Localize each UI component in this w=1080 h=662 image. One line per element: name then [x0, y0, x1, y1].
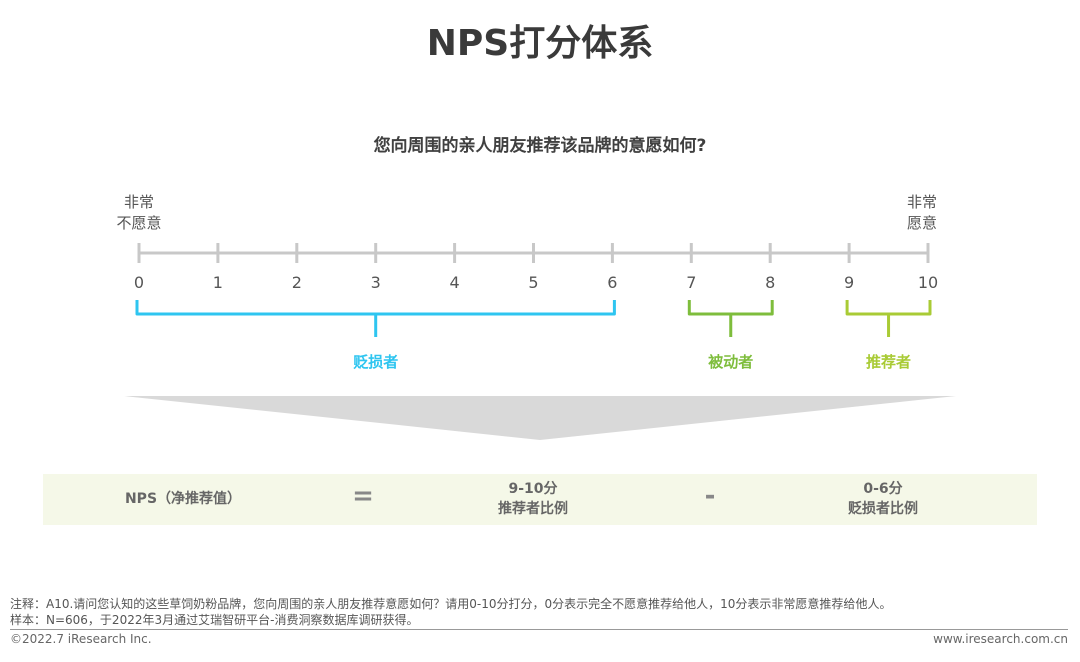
- scale-tick-label: 1: [213, 273, 223, 292]
- scale-tick-label: 3: [371, 273, 381, 292]
- promoter-ratio-label: 推荐者比例: [498, 501, 568, 517]
- funnel-arrow: [124, 396, 956, 440]
- left-end-line2: 不愿意: [116, 214, 162, 232]
- footnote-sample: 样本：N=606，于2022年3月通过艾瑞智研平台-消费洞察数据库调研获得。: [10, 613, 419, 627]
- scale-tick-label: 7: [686, 273, 696, 292]
- copyright: ©2022.7 iResearch Inc.: [10, 632, 152, 646]
- scale-tick-label: 6: [607, 273, 617, 292]
- left-end-line1: 非常: [123, 193, 154, 211]
- promoter-term: 9-10分 推荐者比例: [443, 479, 623, 519]
- right-end-label: 非常 愿意: [882, 192, 962, 234]
- scale-tick-label: 4: [450, 273, 460, 292]
- footnote: 注释：A10.请问您认知的这些草饲奶粉品牌，您向周围的亲人朋友推荐意愿如何？请用…: [10, 596, 891, 628]
- promoter-score-range: 9-10分: [508, 481, 558, 497]
- group-bracket: [687, 300, 774, 337]
- scale-tick-label: 8: [765, 273, 775, 292]
- detractor-term: 0-6分 贬损者比例: [793, 479, 973, 519]
- footer-divider: [10, 629, 1068, 630]
- page-title: NPS打分体系: [426, 23, 654, 64]
- detractor-score-range: 0-6分: [863, 481, 903, 497]
- scale-tick-label: 9: [844, 273, 854, 292]
- nps-label: NPS（净推荐值）: [124, 491, 242, 507]
- group-bracket: [135, 300, 616, 337]
- scale-tick-label: 5: [528, 273, 538, 292]
- detractor-ratio-label: 贬损者比例: [848, 501, 918, 517]
- footnote-note: 注释：A10.请问您认知的这些草饲奶粉品牌，您向周围的亲人朋友推荐意愿如何？请用…: [10, 597, 892, 611]
- group-bracket: [845, 300, 932, 337]
- website-link[interactable]: www.iresearch.com.cn: [933, 632, 1068, 646]
- scale-tick-label: 10: [918, 273, 938, 292]
- group-label: 被动者: [708, 353, 753, 371]
- score-scale: 0 1 2 3 4 5 6 7 8 9 10 贬损者 被动者 推荐者: [124, 243, 956, 440]
- group-label: 推荐者: [866, 353, 911, 371]
- right-end-line1: 非常: [906, 193, 937, 211]
- minus-sign: -: [704, 481, 716, 511]
- left-end-label: 非常 不愿意: [99, 192, 179, 234]
- equals-sign: =: [352, 481, 374, 511]
- question-heading: 您向周围的亲人朋友推荐该品牌的意愿如何?: [373, 136, 707, 156]
- right-end-line2: 愿意: [906, 214, 937, 232]
- scale-tick-label: 0: [134, 273, 144, 292]
- nps-formula-bar: NPS（净推荐值） = 9-10分 推荐者比例 - 0-6分 贬损者比例: [43, 474, 1037, 525]
- group-label: 贬损者: [353, 353, 398, 371]
- scale-tick-label: 2: [292, 273, 302, 292]
